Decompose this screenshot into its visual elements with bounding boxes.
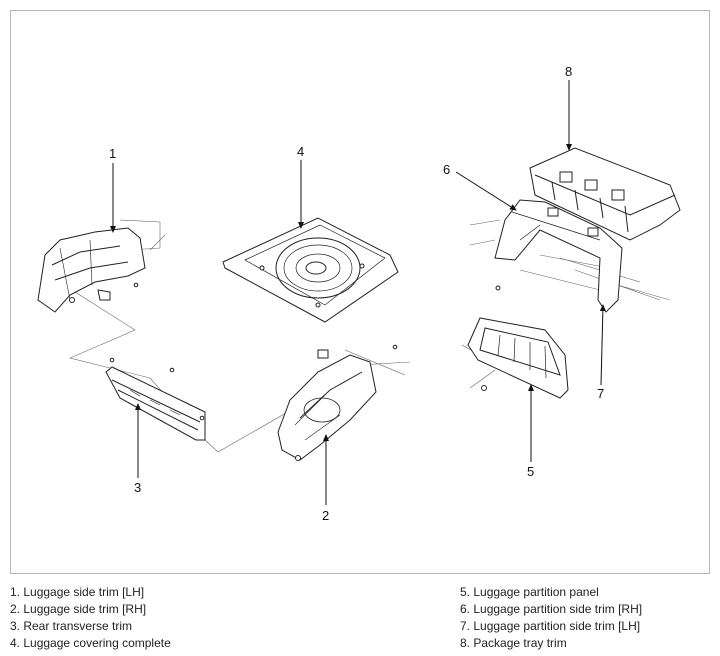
callout-4: 4 xyxy=(297,144,304,159)
part-rear-transverse-trim xyxy=(105,357,206,441)
callout-6: 6 xyxy=(443,162,450,177)
callout-5: 5 xyxy=(527,464,534,479)
part-luggage-side-trim-rh xyxy=(277,344,398,461)
legend-item: 6. Luggage partition side trim [RH] xyxy=(460,602,643,616)
legend-item: 7. Luggage partition side trim [LH] xyxy=(460,619,641,633)
legend-item: 5. Luggage partition panel xyxy=(460,585,599,599)
callout-2: 2 xyxy=(322,508,329,523)
legend-item: 1. Luggage side trim [LH] xyxy=(10,585,145,599)
part-luggage-partition-side-trims xyxy=(494,199,623,313)
legend-item: 8. Package tray trim xyxy=(460,636,567,650)
callout-8: 8 xyxy=(565,64,572,79)
part-luggage-partition-panel xyxy=(467,317,569,399)
leader-lines xyxy=(110,80,606,505)
legend-left: 1. Luggage side trim [LH] 2. Luggage sid… xyxy=(10,584,171,652)
legend-right: 5. Luggage partition panel 6. Luggage pa… xyxy=(460,584,642,652)
legend-item: 4. Luggage covering complete xyxy=(10,636,171,650)
legend-item: 3. Rear transverse trim xyxy=(10,619,133,633)
callout-3: 3 xyxy=(134,480,141,495)
legend-item: 2. Luggage side trim [RH] xyxy=(10,602,147,616)
part-luggage-covering xyxy=(222,217,399,323)
callout-7: 7 xyxy=(597,386,604,401)
part-luggage-side-trim-lh xyxy=(37,227,146,313)
callout-1: 1 xyxy=(109,146,116,161)
part-package-tray-trim xyxy=(529,147,681,241)
